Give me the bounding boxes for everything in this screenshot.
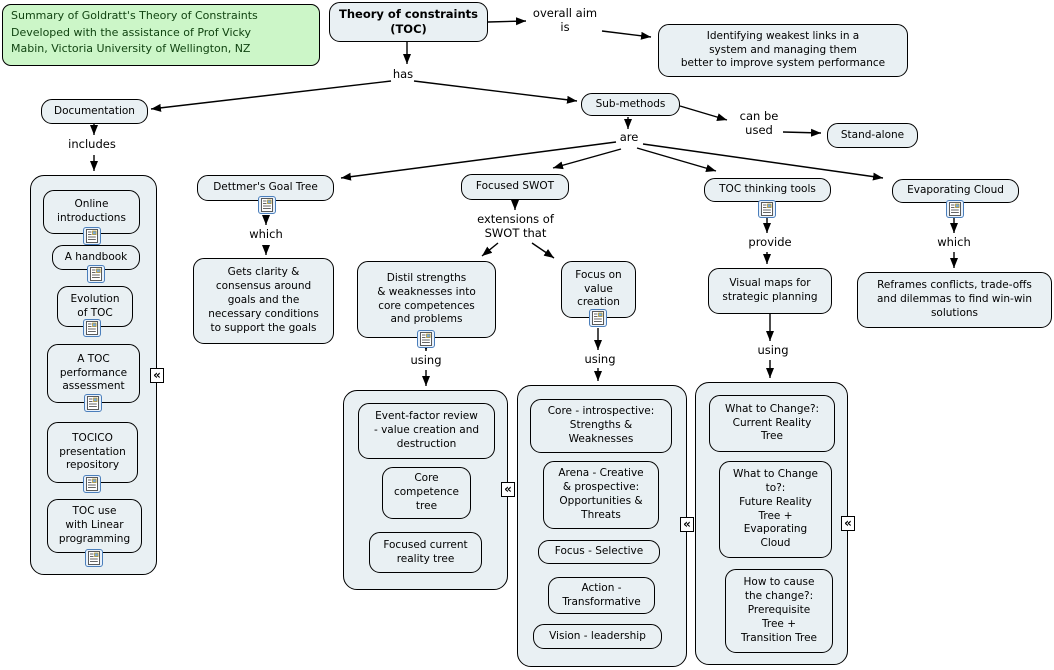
link-label-are[interactable]: are — [619, 130, 639, 144]
item-focus-selective[interactable]: Focus - Selective — [538, 540, 660, 564]
item-arena-creative[interactable]: Arena - Creative & prospective: Opportun… — [543, 461, 659, 529]
resource-icon[interactable] — [946, 200, 964, 218]
link-label-provide[interactable]: provide — [748, 235, 792, 249]
item-focused-current-reality-tree[interactable]: Focused current reality tree — [369, 532, 482, 573]
item-toc-linear-programming[interactable]: TOC use with Linear programming — [47, 499, 142, 553]
node-sub-methods[interactable]: Sub-methods — [581, 93, 680, 116]
item-vision-leadership[interactable]: Vision - leadership — [533, 624, 662, 649]
link-label-extensions-of-swot[interactable]: extensions of SWOT that — [477, 212, 554, 240]
node-focus-on-value-creation[interactable]: Focus on value creation — [561, 261, 636, 318]
node-theory-of-constraints[interactable]: Theory of constraints (TOC) — [329, 2, 488, 42]
resource-icon[interactable] — [258, 196, 276, 214]
resource-icon[interactable] — [589, 309, 607, 327]
link-label-overall-aim-is[interactable]: overall aim is — [532, 6, 598, 34]
item-core-introspective[interactable]: Core - introspective: Strengths & Weakne… — [530, 399, 672, 453]
node-gets-clarity[interactable]: Gets clarity & consensus around goals an… — [193, 258, 334, 344]
item-how-to-cause-change[interactable]: How to cause the change?: Prerequisite T… — [725, 569, 833, 653]
resource-icon[interactable] — [417, 330, 435, 348]
resource-icon[interactable] — [85, 549, 103, 567]
resource-icon[interactable] — [758, 200, 776, 218]
summary-note[interactable]: Summary of Goldratt's Theory of Constrai… — [2, 4, 320, 66]
link-label-using-2[interactable]: using — [584, 352, 616, 366]
link-label-which-evaporating-cloud[interactable]: which — [937, 235, 971, 249]
node-distil-strengths[interactable]: Distil strengths & weaknesses into core … — [357, 261, 496, 338]
link-label-which-goal-tree[interactable]: which — [249, 227, 283, 241]
resource-icon[interactable] — [83, 319, 101, 337]
link-label-using-3[interactable]: using — [757, 343, 789, 357]
node-toc-thinking-tools[interactable]: TOC thinking tools — [704, 178, 831, 202]
link-label-can-be-used[interactable]: can be used — [739, 109, 779, 137]
node-reframes-conflicts[interactable]: Reframes conflicts, trade-offs and dilem… — [857, 272, 1052, 328]
node-stand-alone[interactable]: Stand-alone — [827, 123, 918, 148]
item-action-transformative[interactable]: Action - Transformative — [548, 577, 655, 614]
item-event-factor-review[interactable]: Event-factor review - value creation and… — [358, 403, 495, 459]
node-visual-maps[interactable]: Visual maps for strategic planning — [708, 268, 832, 314]
item-online-introductions[interactable]: Online introductions — [43, 190, 140, 234]
link-label-includes[interactable]: includes — [68, 137, 116, 151]
item-tocico-repository[interactable]: TOCICO presentation repository — [47, 422, 138, 483]
collapse-icon[interactable]: « — [680, 517, 694, 532]
collapse-icon[interactable]: « — [150, 368, 164, 383]
collapse-icon[interactable]: « — [841, 516, 855, 531]
node-overall-aim-result[interactable]: Identifying weakest links in a system an… — [658, 24, 908, 77]
resource-icon[interactable] — [83, 475, 101, 493]
resource-icon[interactable] — [83, 227, 101, 245]
item-core-competence-tree[interactable]: Core competence tree — [382, 467, 471, 519]
item-toc-performance-assessment[interactable]: A TOC performance assessment — [47, 344, 140, 403]
collapse-icon[interactable]: « — [501, 482, 515, 497]
resource-icon[interactable] — [87, 265, 105, 283]
node-evaporating-cloud[interactable]: Evaporating Cloud — [892, 179, 1019, 203]
item-what-to-change-to[interactable]: What to Change to?: Future Reality Tree … — [719, 461, 832, 558]
link-label-has[interactable]: has — [392, 67, 414, 81]
link-label-using-1[interactable]: using — [410, 353, 442, 367]
item-what-to-change[interactable]: What to Change?: Current Reality Tree — [709, 395, 835, 452]
node-documentation[interactable]: Documentation — [41, 99, 148, 124]
resource-icon[interactable] — [84, 394, 102, 412]
node-focused-swot[interactable]: Focused SWOT — [461, 174, 569, 200]
